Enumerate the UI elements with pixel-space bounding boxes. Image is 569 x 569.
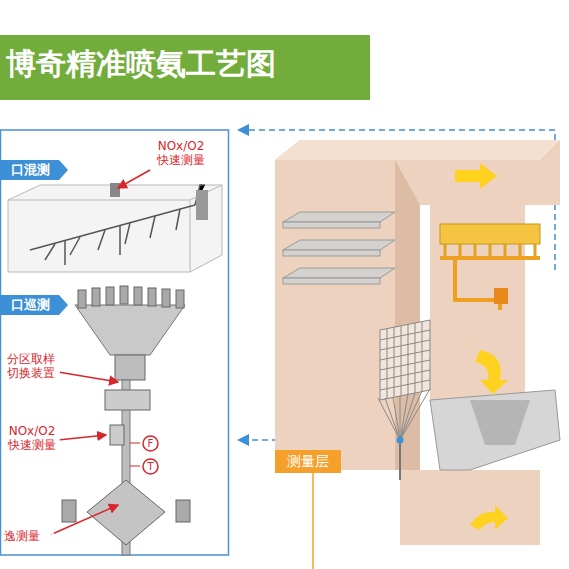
sensor-circle: T [142,458,159,475]
section-tab: 口巡测 [0,295,68,315]
sensor-circle: F [142,435,159,452]
analyzer [196,190,208,220]
node-text: T [147,461,153,472]
diagram-title: 博奇精准喷氨工艺图 [6,47,366,82]
leader-line [50,505,118,535]
layer-label-box: 测量层 [275,450,341,473]
measurement-point [397,437,404,444]
outlet-duct [8,185,222,272]
leader-line [130,443,140,466]
section-tab: 口混测 [0,160,68,180]
node-text: F [148,438,154,449]
title-banner [0,35,370,100]
callout-label: NOx/O2 快速测量 [150,140,212,168]
detail-panel [1,130,229,555]
node-text: 口混测 [11,161,50,179]
node-shape [0,160,68,180]
node-text: 测量层 [287,453,329,471]
scr-reactor [275,140,560,545]
node-text: 口巡测 [11,296,50,314]
node-shape [0,295,68,315]
sampling-switch-device [62,286,190,555]
callout-label: 分区取样 切换装置 [2,353,60,381]
leader-line [312,472,314,569]
callout-label: NOx/O2 快速测量 [4,425,60,453]
probe [110,183,120,197]
sampling-grid [378,320,430,480]
callout-label: 逸测量 [4,530,54,544]
leader-line [58,372,118,382]
leader-line [118,170,150,188]
node-shape [143,459,158,474]
leader-line [58,435,106,440]
node-shape [143,436,158,451]
catalyst-layer [283,212,395,284]
ammonia-injection-grid [440,224,540,310]
